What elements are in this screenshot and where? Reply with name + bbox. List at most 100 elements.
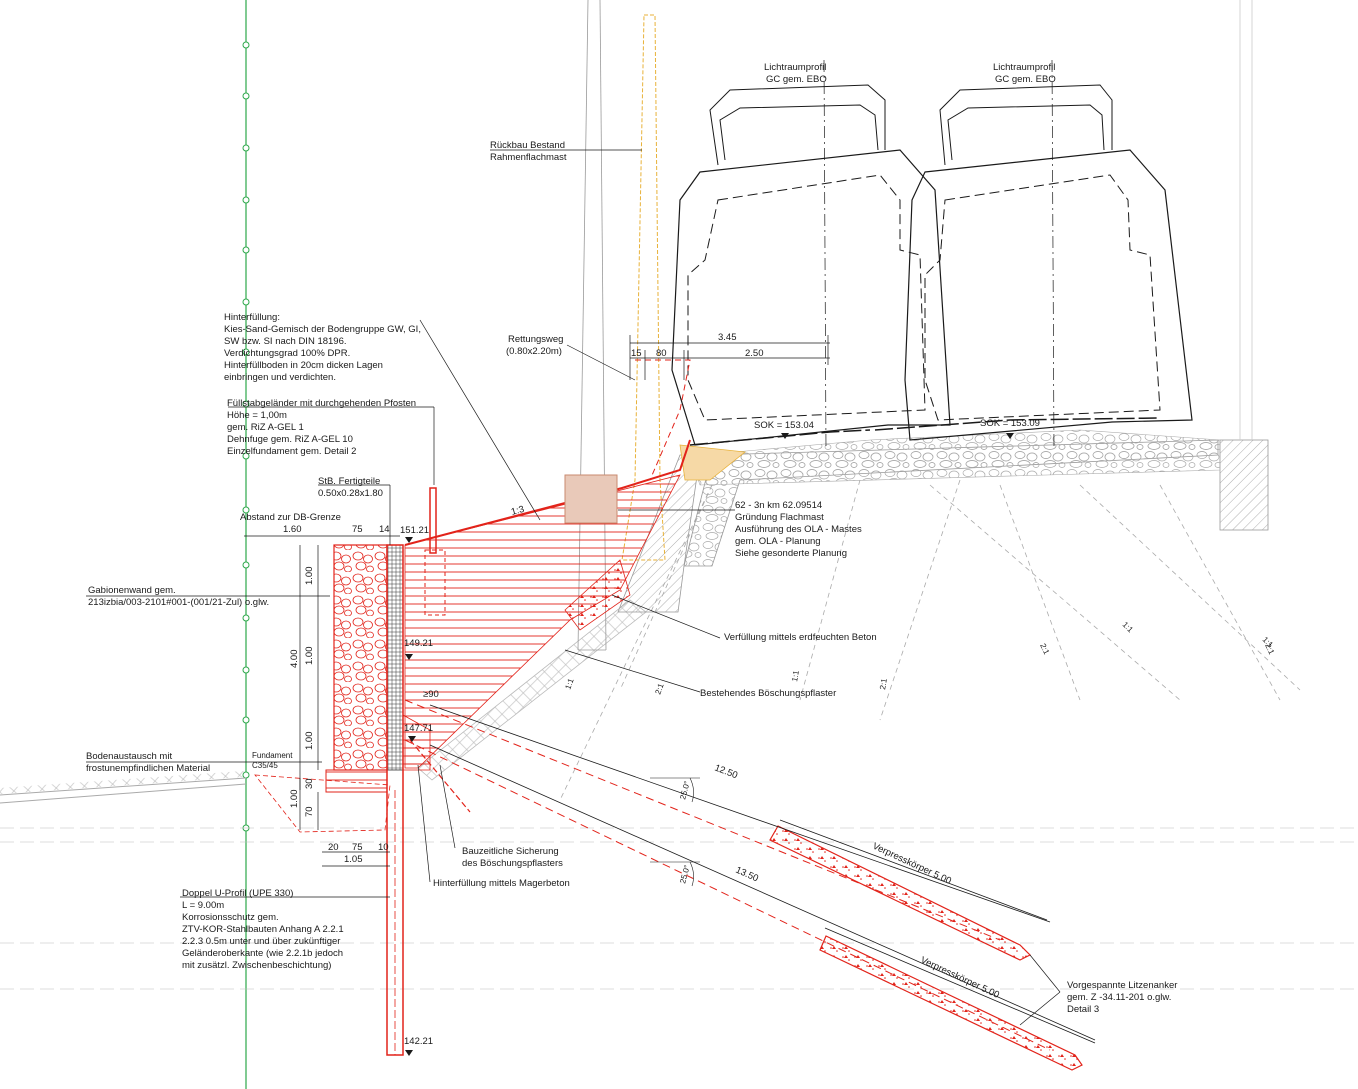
bodenaustausch-line2: frostunempfindlichen Material — [86, 763, 210, 774]
dim-80: 80 — [656, 348, 667, 359]
magerbeton: Hinterfüllung mittels Magerbeton — [433, 878, 570, 889]
dim-v100b: 1.00 — [304, 647, 315, 666]
elev-14921: 149.21 — [404, 638, 433, 649]
dim-v70: 70 — [304, 806, 315, 817]
gelaender-line3: gem. RiZ A-GEL 1 — [227, 422, 304, 433]
fundament-line1: Fundament — [252, 751, 293, 760]
clearance-profile-left — [671, 59, 951, 451]
anchor-dimension-lines — [429, 704, 1096, 1044]
litzenanker-line2: gem. Z -34.11-201 o.glw. — [1067, 992, 1171, 1003]
dim-angle-1: 25.0° — [678, 780, 692, 800]
clearance-profile-right — [904, 59, 1193, 451]
doppel-u-line3: Korrosionsschutz gem. — [182, 912, 279, 923]
dim-345: 3.45 — [718, 332, 737, 343]
slope-21a: 2:1 — [653, 682, 665, 696]
dim-250: 2.50 — [745, 348, 764, 359]
doppel-u-line6: Geländeroberkante (wie 2.2.1b jedoch — [182, 948, 343, 959]
dim-v400: 4.00 — [289, 650, 300, 669]
gruendung-line2: Gründung Flachmast — [735, 512, 824, 523]
stb-line1: StB. Fertigteile — [318, 476, 380, 487]
bodenaustausch-line1: Bodenaustausch mit — [86, 751, 172, 762]
rettungsweg-line2: (0.80x2.20m) — [506, 346, 562, 357]
dim-v100d: 1.00 — [289, 790, 300, 809]
boeschungspflaster: Bestehendes Böschungspflaster — [700, 688, 836, 699]
doppel-u-line5: 2.2.3 0.5m unter und über zukünftiger — [182, 936, 340, 947]
hinterfuellung-line2: Kies-Sand-Gemisch der Bodengruppe GW, GI… — [224, 324, 421, 335]
hinterfuellung-line5: Hinterfüllboden in 20cm dicken Lagen — [224, 360, 383, 371]
gruendung-line1: 62 - 3n km 62.09514 — [735, 500, 822, 511]
slope-21c: 2:1 — [1038, 642, 1051, 656]
gelaender-line5: Einzelfundament gem. Detail 2 — [227, 446, 356, 457]
verfuellung: Verfüllung mittels erdfeuchten Beton — [724, 632, 877, 643]
slope-11a: 1:1 — [563, 677, 575, 691]
bauzeitlich-line2: des Böschungspflasters — [462, 858, 563, 869]
bauzeitlich-line1: Bauzeitliche Sicherung — [462, 846, 559, 857]
hinterfuellung-line4: Verdichtungsgrad 100% DPR. — [224, 348, 350, 359]
dim-v100a: 1.00 — [304, 567, 315, 586]
db-boundary-line — [242, 0, 250, 1089]
doppel-u-line4: ZTV-KOR-Stahlbauten Anhang A 2.2.1 — [182, 924, 344, 935]
lichtraum-right-line2: GC gem. EBO — [995, 74, 1056, 85]
elev-14771: 147.71 — [404, 723, 433, 734]
gabionen-line2: 213izbia/003-2101#001-(001/21-Zul) o.glw… — [88, 597, 269, 608]
magerbeton-fill — [402, 714, 471, 813]
lichtraum-left-line1: Lichtraumprofil — [764, 62, 826, 73]
lichtraum-left-line2: GC gem. EBO — [766, 74, 827, 85]
dimension-lines — [244, 335, 830, 867]
gelaender-line2: Höhe = 1,00m — [227, 410, 287, 421]
doppel-u-line1: Doppel U-Profil (UPE 330) — [182, 888, 293, 899]
anchor-upper — [404, 699, 1032, 961]
leader-lines — [86, 149, 1061, 1026]
litzenanker-line1: Vorgespannte Litzenanker — [1067, 980, 1177, 991]
gelaender-line1: Füllstabgeländer mit durchgehenden Pfost… — [227, 398, 416, 409]
gruendung-line5: Siehe gesonderte Planung — [735, 548, 847, 559]
steel-u-profile — [386, 544, 404, 1056]
gabion-wall — [254, 544, 404, 833]
removed-frame-mast — [621, 14, 747, 561]
hinterfuellung-line6: einbringen und verdichten. — [224, 372, 336, 383]
doppel-u-line7: mit zusätzl. Zwischenbeschichtung) — [182, 960, 331, 971]
elev-15121: 151.21 — [400, 525, 429, 536]
dim-75: 75 — [352, 524, 363, 535]
slope-21d: 2:1 — [1263, 642, 1276, 656]
slope-11b: 1:1 — [790, 669, 801, 682]
stb-line2: 0.50x0.28x1.80 — [318, 488, 383, 499]
litzenanker-line3: Detail 3 — [1067, 1004, 1099, 1015]
fundament-line2: C35/45 — [252, 761, 278, 770]
dim-ge90: ≥90 — [423, 689, 439, 700]
dim-b75: 75 — [352, 842, 363, 853]
slope-21b: 2:1 — [878, 677, 889, 690]
rettungsweg-line1: Rettungsweg — [508, 334, 563, 345]
rails — [689, 417, 1161, 446]
dim-v100c: 1.00 — [304, 732, 315, 751]
dim-b105: 1.05 — [344, 854, 363, 865]
dim-160: 1.60 — [283, 524, 302, 535]
sok-right: SOK = 153.09 — [980, 418, 1040, 429]
precast-elements — [424, 487, 446, 616]
dim-anchor-1250: 12.50 — [713, 763, 739, 782]
gruendung-line4: gem. OLA - Planung — [735, 536, 821, 547]
rueckbau-line1: Rückbau Bestand — [490, 140, 565, 151]
hinterfuellung-line3: SW bzw. SI nach DIN 18196. — [224, 336, 347, 347]
dim-15: 15 — [631, 348, 642, 359]
mast-foundation — [564, 474, 618, 524]
dim-14: 14 — [379, 524, 390, 535]
sok-left: SOK = 153.04 — [754, 420, 814, 431]
anchor-lower — [404, 739, 1083, 1071]
dim-b10: 10 — [378, 842, 389, 853]
dim-angle-2: 25.0° — [678, 864, 692, 884]
elevation-markers — [405, 433, 1014, 1056]
slope-11c: 1:1 — [1121, 620, 1136, 635]
gruendung-line3: Ausführung des OLA - Mastes — [735, 524, 862, 535]
elev-14221: 142.21 — [404, 1036, 433, 1047]
gelaender-line4: Dehnfuge gem. RiZ A-GEL 10 — [227, 434, 353, 445]
abstand-db: Abstand zur DB-Grenze — [240, 512, 341, 523]
lichtraum-right-line1: Lichtraumprofil — [993, 62, 1055, 73]
dim-v30: 30 — [304, 778, 315, 789]
slope-13: 1:3 — [510, 504, 526, 518]
doppel-u-line2: L = 9.00m — [182, 900, 224, 911]
existing-ground — [0, 0, 1358, 990]
gabionen-line1: Gabionenwand gem. — [88, 585, 176, 596]
dim-b20: 20 — [328, 842, 339, 853]
